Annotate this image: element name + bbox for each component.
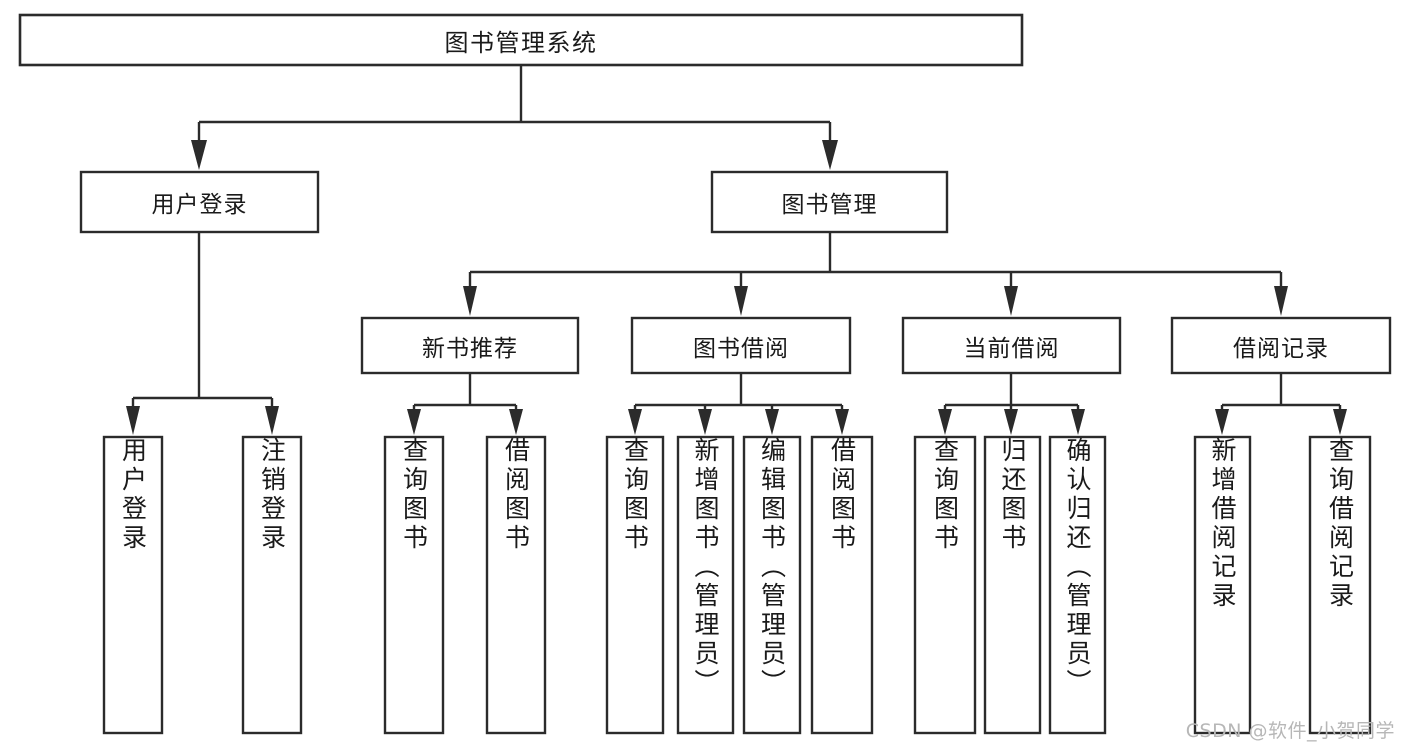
leaf-box-borrow-book-newbook[interactable] xyxy=(485,435,547,735)
leaf-box-user-login[interactable] xyxy=(102,435,164,735)
arrow-bookmgmt-to-record xyxy=(1274,286,1288,316)
leaf-box-query-book-current[interactable] xyxy=(913,435,977,735)
leaf-box-confirm-return-admin[interactable] xyxy=(1048,435,1107,735)
leaf-box-query-borrow-record[interactable] xyxy=(1308,435,1372,735)
arrow-bookmgmt-to-newbook xyxy=(463,286,477,316)
leaf-box-add-borrow-record[interactable] xyxy=(1193,435,1252,735)
node-box-user-login[interactable] xyxy=(79,170,320,234)
edge-layer xyxy=(126,65,1347,435)
arrow-newbook-leaf-2 xyxy=(509,409,523,435)
node-box-new-book-recommend[interactable] xyxy=(360,316,580,375)
node-box-borrow-record[interactable] xyxy=(1170,316,1392,375)
arrow-borrow-leaf-3 xyxy=(765,409,779,435)
arrow-record-leaf-1 xyxy=(1215,409,1229,435)
leaf-box-query-book-borrow[interactable] xyxy=(605,435,665,735)
leaf-box-return-book[interactable] xyxy=(983,435,1042,735)
arrow-root-to-book-mgmt xyxy=(822,140,838,170)
arrow-record-leaf-2 xyxy=(1333,409,1347,435)
leaf-box-query-book-newbook[interactable] xyxy=(383,435,445,735)
leaf-box-borrow-book[interactable] xyxy=(810,435,874,735)
arrow-userlogin-leaf-1 xyxy=(126,406,140,435)
node-box-layer xyxy=(18,13,1392,735)
arrow-current-leaf-1 xyxy=(938,409,952,435)
arrow-borrow-leaf-4 xyxy=(835,409,849,435)
arrow-current-leaf-2 xyxy=(1004,409,1018,435)
leaf-box-edit-book-admin[interactable] xyxy=(742,435,802,735)
arrow-newbook-leaf-1 xyxy=(407,409,421,435)
node-box-root[interactable] xyxy=(18,13,1024,67)
arrow-userlogin-leaf-2 xyxy=(265,406,279,435)
leaf-box-add-book-admin[interactable] xyxy=(676,435,735,735)
arrow-borrow-leaf-2 xyxy=(698,409,712,435)
arrow-bookmgmt-to-current xyxy=(1004,286,1018,316)
leaf-box-logout-login[interactable] xyxy=(241,435,303,735)
node-box-book-borrow[interactable] xyxy=(630,316,852,375)
node-box-current-borrow[interactable] xyxy=(901,316,1122,375)
arrow-bookmgmt-to-borrow xyxy=(734,286,748,316)
arrow-borrow-leaf-1 xyxy=(628,409,642,435)
arrow-root-to-user-login xyxy=(191,140,207,170)
arrow-current-leaf-3 xyxy=(1071,409,1085,435)
node-box-book-management[interactable] xyxy=(710,170,949,234)
